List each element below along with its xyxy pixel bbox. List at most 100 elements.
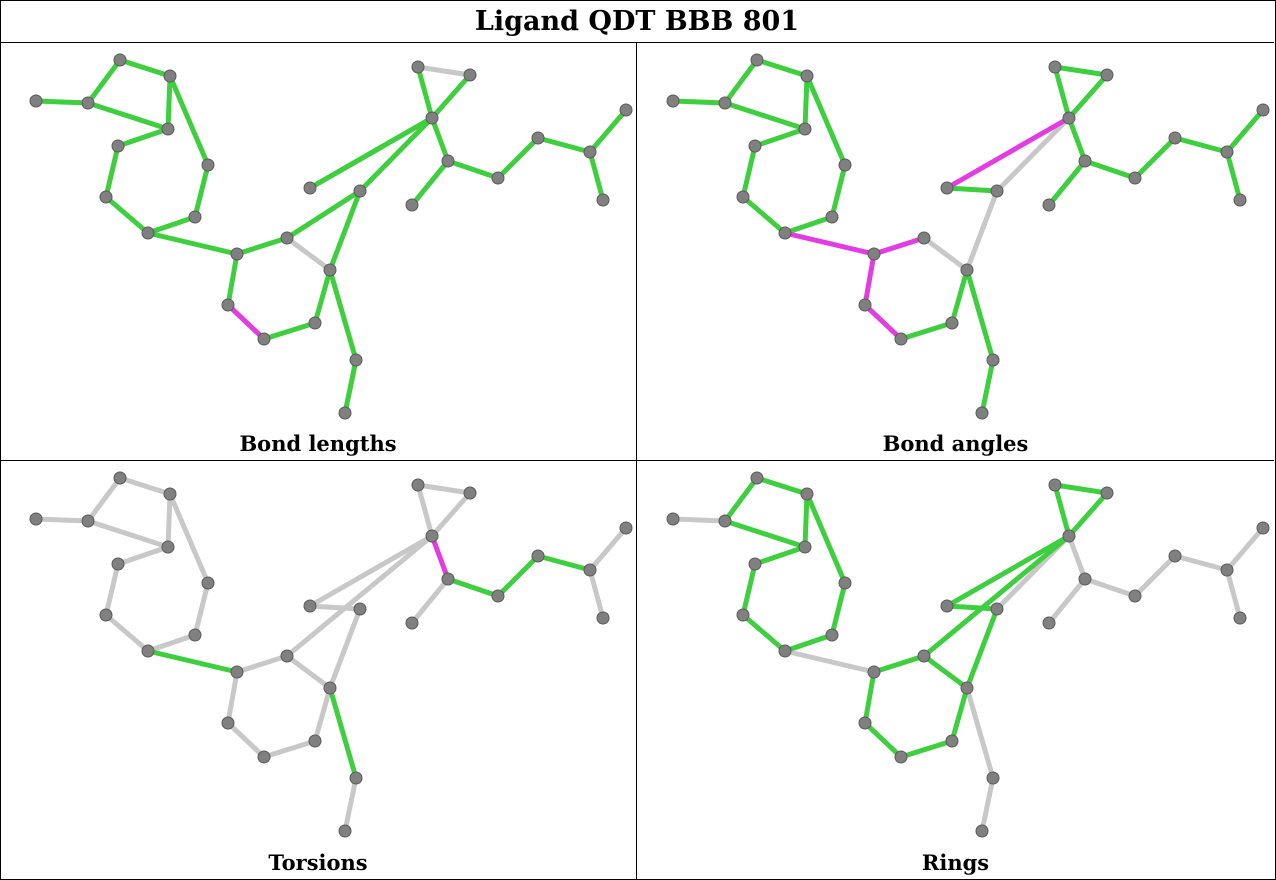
atom	[596, 193, 610, 207]
ok-bond	[921, 653, 970, 691]
neutral-bond	[145, 632, 198, 654]
atom	[29, 94, 43, 108]
atom	[29, 512, 43, 526]
neutral-bond	[429, 490, 473, 539]
atom	[221, 298, 235, 312]
atom	[825, 628, 839, 642]
outlier-bond	[782, 230, 877, 257]
neutral-bond	[225, 669, 240, 726]
atom	[161, 540, 175, 554]
atom	[425, 529, 439, 543]
atom	[778, 226, 792, 240]
atom	[945, 316, 959, 330]
atom	[163, 487, 177, 501]
atom	[1062, 529, 1076, 543]
atom	[188, 628, 202, 642]
atom	[894, 332, 908, 346]
ok-bond	[804, 491, 848, 586]
ok-bond	[1066, 115, 1088, 164]
ok-bond	[802, 491, 810, 550]
outlier-bond	[862, 251, 877, 308]
atom	[230, 247, 244, 261]
ok-bond	[495, 553, 541, 599]
atom	[619, 521, 633, 535]
ok-bond	[1066, 72, 1110, 121]
neutral-bond	[415, 64, 473, 78]
neutral-bond	[327, 606, 363, 691]
ok-bond	[740, 561, 758, 618]
atom	[798, 122, 812, 136]
ok-bond	[429, 115, 451, 164]
atom	[1100, 68, 1114, 82]
neutral-bond	[312, 685, 333, 744]
ok-bond	[85, 100, 171, 132]
atom	[990, 602, 1004, 616]
ok-bond	[754, 57, 810, 79]
neutral-bond	[85, 518, 171, 550]
atom	[353, 602, 367, 616]
atom	[867, 665, 881, 679]
atom	[1256, 521, 1270, 535]
atom	[111, 557, 125, 571]
neutral-bond	[921, 235, 970, 273]
atom	[141, 644, 155, 658]
atom	[858, 298, 872, 312]
atom	[349, 771, 363, 785]
atom	[986, 353, 1000, 367]
ok-bond	[327, 685, 359, 781]
ok-bond	[225, 251, 240, 308]
ok-bond	[415, 64, 435, 121]
atom	[141, 226, 155, 240]
atom	[867, 247, 881, 261]
neutral-bond	[33, 516, 91, 524]
outlier-bond	[871, 235, 927, 257]
ok-bond	[327, 267, 359, 363]
neutral-bond	[115, 544, 171, 567]
neutral-bond	[284, 653, 333, 691]
ok-bond	[722, 475, 760, 524]
atom	[1233, 193, 1247, 207]
atom	[230, 665, 244, 679]
atom	[990, 184, 1004, 198]
atom	[1078, 572, 1092, 586]
ok-bond	[949, 685, 970, 744]
atom	[425, 111, 439, 125]
atom	[349, 353, 363, 367]
ok-bond	[871, 653, 927, 675]
ok-bond	[1082, 158, 1138, 181]
atom	[531, 549, 545, 563]
ok-bond	[722, 57, 760, 106]
atom	[81, 514, 95, 528]
ok-bond	[804, 73, 848, 168]
neutral-bond	[1132, 553, 1178, 599]
neutral-bond	[225, 720, 267, 760]
neutral-bond	[415, 482, 435, 539]
ok-bond	[103, 143, 121, 200]
neutral-bond	[964, 188, 1000, 273]
outlier-bond	[429, 533, 451, 582]
atom	[825, 210, 839, 224]
ok-bond	[898, 738, 955, 760]
neutral-bond	[234, 653, 290, 675]
panel-caption: Bond angles	[882, 431, 1029, 456]
atom	[463, 68, 477, 82]
atom	[1168, 131, 1182, 145]
atom	[111, 139, 125, 153]
panel-rings: Rings	[637, 461, 1274, 879]
ok-bond	[1046, 158, 1088, 208]
panel-caption: Torsions	[268, 850, 368, 875]
atom	[750, 471, 764, 485]
molecule-bond-angles	[666, 53, 1270, 420]
ok-bond	[342, 357, 359, 416]
atom	[838, 576, 852, 590]
ok-bond	[740, 143, 758, 200]
atom	[441, 572, 455, 586]
atom	[800, 69, 814, 83]
ok-bond	[862, 720, 904, 760]
ok-bond	[167, 73, 211, 168]
atom	[960, 263, 974, 277]
neutral-bond	[409, 576, 451, 626]
atom	[280, 649, 294, 663]
ok-bond	[1132, 135, 1178, 181]
neutral-bond	[782, 648, 877, 675]
